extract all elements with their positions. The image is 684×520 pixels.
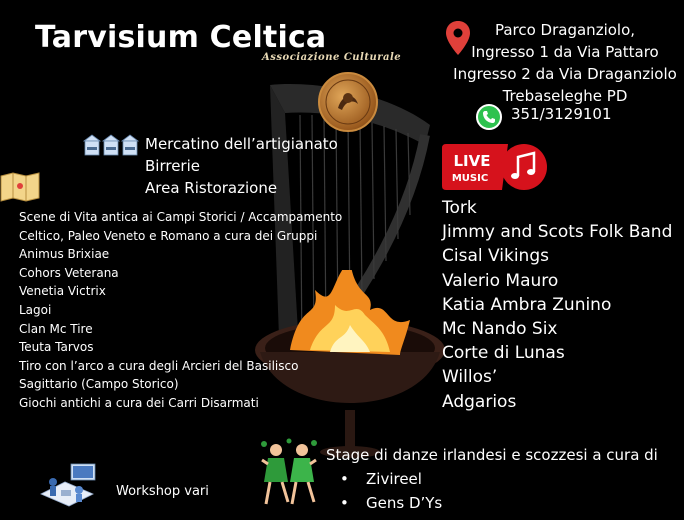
band-item: Tork — [442, 198, 477, 218]
event-title: Tarvisium Celtica — [35, 20, 327, 55]
band-item: Corte di Lunas — [442, 343, 565, 364]
activities-list: Scene di Vita antica ai Campi Storici / … — [19, 208, 342, 413]
band-item: Katia Ambra Zunino — [442, 294, 612, 315]
live-music-badge: LIVE MUSIC — [442, 144, 547, 190]
bullet-icon: • — [340, 494, 349, 512]
music-note-icon — [511, 151, 536, 179]
harp-illustration — [270, 84, 430, 369]
live-badge-line2: MUSIC — [452, 173, 488, 184]
address-line: Ingresso 1 da Via Pattaro — [471, 43, 659, 61]
workshop-label: Workshop vari — [116, 484, 209, 499]
activity-item: Clan Mc Tire — [19, 321, 93, 336]
activity-item: Lagoi — [19, 302, 52, 317]
address-line: Parco Draganziolo, — [494, 21, 636, 39]
activity-item: Celtico, Paleo Veneto e Romano a cura de… — [19, 228, 318, 243]
dance-workshop: Stage di danze irlandesi e scozzesi a cu… — [326, 443, 658, 515]
location-pin-icon — [446, 21, 470, 55]
activity-item: Sagittario (Campo Storico) — [19, 377, 179, 392]
activity-item: Teuta Tarvos — [19, 340, 94, 355]
market-item: Birrerie — [145, 157, 200, 175]
irish-dancers-icon — [261, 438, 317, 505]
association-seal-logo — [318, 72, 378, 132]
bullet-icon: • — [340, 470, 349, 488]
map-icon — [0, 172, 40, 202]
market-stalls-icon — [83, 134, 139, 156]
address-line: Trebaseleghe PD — [502, 87, 628, 105]
dance-group-list: • Zivireel • Gens D’Ys — [326, 467, 658, 515]
activity-item: Giochi antichi a cura dei Carri Disarmat… — [19, 395, 259, 410]
market-item: Mercatino dell’artigianato — [145, 135, 338, 153]
activity-item: Scene di Vita antica ai Campi Storici / … — [19, 210, 343, 224]
market-list: Mercatino dell’artigianato Birrerie Area… — [145, 133, 338, 199]
workshop-icon — [40, 463, 96, 507]
dance-group-name: Gens D’Ys — [366, 494, 443, 512]
address-line: Ingresso 2 da Via Draganziolo — [453, 65, 677, 83]
association-subtitle: Associazione Culturale — [262, 52, 402, 63]
band-item: Willos’ — [442, 367, 498, 388]
activity-item: Animus Brixiae — [19, 247, 110, 262]
band-item: Cisal Vikings — [442, 246, 549, 267]
band-item: Adgarios — [442, 391, 517, 412]
activity-item: Cohors Veterana — [19, 265, 119, 280]
fire-bowl-illustration — [255, 270, 445, 458]
whatsapp-phone-icon — [476, 104, 502, 130]
market-item: Area Ristorazione — [145, 179, 278, 197]
activity-item: Venetia Victrix — [19, 284, 106, 299]
activity-item: Tiro con l’arco a cura degli Arcieri del… — [19, 358, 299, 373]
phone-number: 351/3129101 — [511, 105, 612, 123]
band-item: Valerio Mauro — [442, 270, 559, 291]
band-list: Tork Jimmy and Scots Folk Band Cisal Vik… — [442, 196, 672, 414]
band-item: Mc Nando Six — [442, 319, 558, 340]
event-address: Parco Draganziolo, Ingresso 1 da Via Pat… — [450, 19, 680, 107]
band-item: Jimmy and Scots Folk Band — [442, 222, 673, 243]
dance-group-name: Zivireel — [366, 470, 422, 488]
dance-group-item: • Zivireel — [326, 467, 658, 491]
dance-group-item: • Gens D’Ys — [326, 491, 658, 515]
dance-heading: Stage di danze irlandesi e scozzesi a cu… — [326, 446, 658, 464]
live-badge-line1: LIVE — [454, 152, 491, 170]
